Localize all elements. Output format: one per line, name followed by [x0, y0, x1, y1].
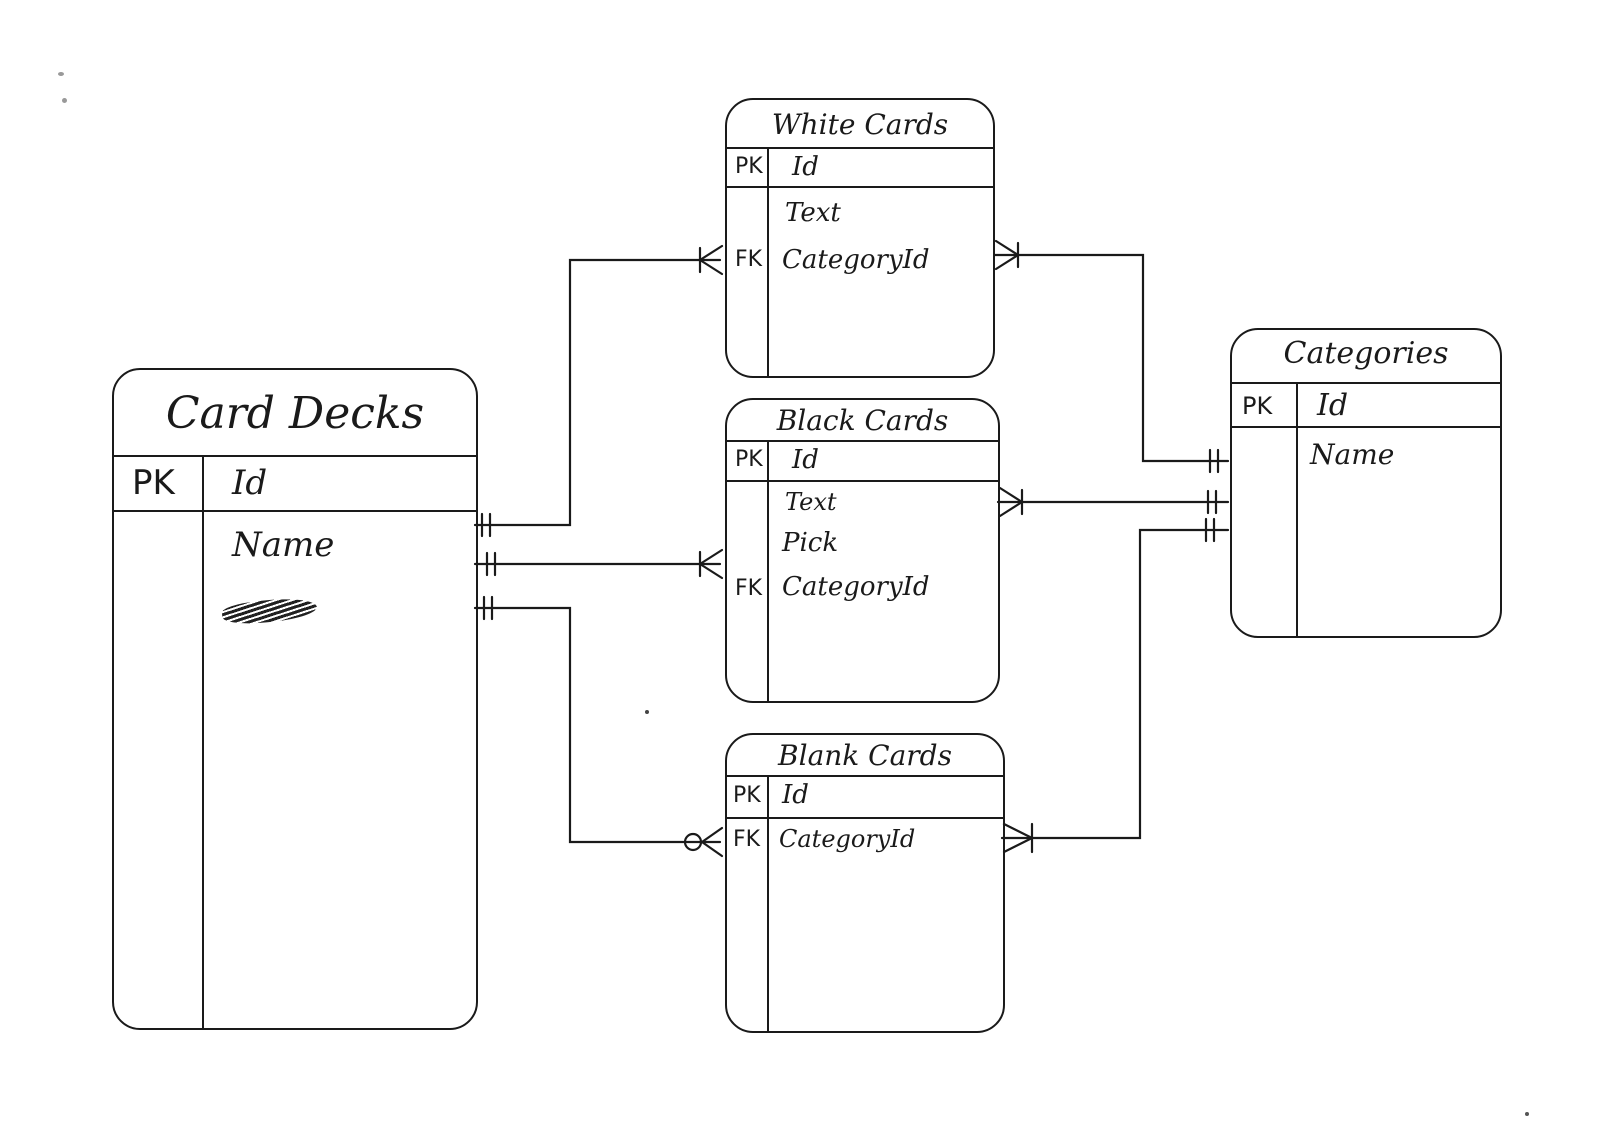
paper-speck	[62, 98, 67, 103]
header-divider	[727, 147, 993, 149]
fk-label: FK	[735, 576, 763, 601]
field-name: Name	[232, 525, 335, 565]
pk-divider	[727, 817, 1003, 819]
categories-blank-one-mark	[1204, 517, 1216, 543]
blank-crowfoot-right	[1002, 822, 1034, 854]
pk-divider	[114, 510, 476, 512]
pk-label: PK	[735, 154, 763, 179]
white-crowfoot-right	[994, 239, 1020, 271]
entity-categories: Categories PK Id Name	[1230, 328, 1502, 638]
fk-label: FK	[735, 247, 763, 272]
white-crowfoot-left	[698, 244, 724, 276]
entity-title: Blank Cards	[778, 739, 952, 772]
rel-decks-blank-line	[473, 606, 722, 844]
black-crowfoot-left	[698, 548, 724, 580]
pk-divider	[727, 480, 998, 482]
key-column-divider	[1296, 382, 1298, 636]
entity-title: Categories	[1283, 336, 1449, 371]
blank-zero-many-left	[683, 826, 724, 858]
entity-white-cards: White Cards PK Id Text FK CategoryId	[725, 98, 995, 378]
paper-speck	[645, 710, 649, 714]
key-column-divider	[767, 440, 769, 701]
pk-field: Id	[232, 463, 268, 503]
field-pick: Pick	[782, 528, 839, 558]
decks-black-one-mark	[485, 551, 497, 577]
key-column-divider	[767, 147, 769, 376]
scribbled-out-field	[221, 595, 318, 627]
entity-title: White Cards	[771, 108, 949, 141]
field-text: Text	[785, 198, 841, 228]
header-divider	[1232, 382, 1500, 384]
key-column-divider	[202, 455, 204, 1028]
entity-black-cards: Black Cards PK Id Text Pick FK CategoryI…	[725, 398, 1000, 703]
key-column-divider	[767, 775, 769, 1031]
header-divider	[727, 440, 998, 442]
decks-blank-one-mark	[482, 595, 494, 621]
paper-speck	[1525, 1112, 1529, 1116]
categories-black-one-mark	[1206, 489, 1218, 515]
black-crowfoot-right	[998, 486, 1024, 518]
entity-title: Card Decks	[165, 388, 425, 439]
fk-field: CategoryId	[779, 825, 916, 853]
rel-decks-white-line	[473, 258, 722, 527]
paper-speck	[58, 72, 64, 76]
pk-field: Id	[1317, 388, 1349, 423]
rel-categories-blank-line	[1000, 528, 1230, 840]
pk-field: Id	[792, 445, 819, 475]
categories-white-one-mark	[1208, 448, 1220, 474]
fk-field: CategoryId	[782, 245, 930, 275]
pk-field: Id	[782, 780, 809, 810]
pk-field: Id	[792, 152, 819, 182]
pk-label: PK	[132, 463, 175, 503]
pk-divider	[727, 186, 993, 188]
decks-white-one-mark	[480, 512, 492, 538]
rel-categories-white-line	[993, 253, 1230, 463]
header-divider	[114, 455, 476, 457]
header-divider	[727, 775, 1003, 777]
field-name: Name	[1310, 438, 1395, 471]
fk-label: FK	[733, 827, 761, 852]
pk-divider	[1232, 426, 1500, 428]
entity-title: Black Cards	[776, 404, 949, 437]
entity-card-decks: Card Decks PK Id Name	[112, 368, 478, 1030]
field-text: Text	[785, 488, 837, 516]
pk-label: PK	[733, 783, 761, 808]
pk-label: PK	[1242, 392, 1273, 420]
pk-label: PK	[735, 447, 763, 472]
fk-field: CategoryId	[782, 572, 930, 602]
entity-blank-cards: Blank Cards PK Id FK CategoryId	[725, 733, 1005, 1033]
